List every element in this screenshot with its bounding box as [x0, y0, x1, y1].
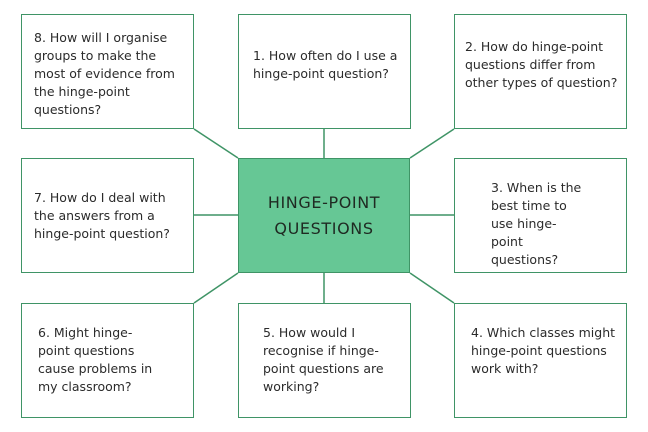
question-1-text: 1. How often do I use a hinge-point ques…: [253, 48, 398, 81]
question-box-5: 5. How would I recognise if hinge-point …: [238, 303, 411, 418]
question-4-text: 4. Which classes might hinge-point quest…: [471, 325, 616, 376]
question-box-2: 2. How do hinge-point questions differ f…: [454, 14, 627, 129]
question-5-text: 5. How would I recognise if hinge-point …: [263, 325, 384, 394]
connector-q4: [409, 272, 455, 304]
question-6-text: 6. Might hinge-point questions cause pro…: [38, 325, 153, 394]
connector-q2: [409, 128, 455, 159]
question-box-1: 1. How often do I use a hinge-point ques…: [238, 14, 411, 129]
connector-q8: [193, 128, 239, 159]
question-8-text: 8. How will I organise groups to make th…: [34, 30, 175, 117]
question-7-text: 7. How do I deal with the answers from a…: [34, 190, 170, 241]
question-3-text: 3. When is the best time to use hinge-po…: [491, 180, 582, 267]
connector-q6: [193, 272, 239, 304]
question-box-4: 4. Which classes might hinge-point quest…: [454, 303, 627, 418]
question-box-3: 3. When is the best time to use hinge-po…: [454, 158, 627, 273]
central-topic-line-2: QUESTIONS: [274, 218, 374, 238]
central-topic: HINGE-POINT QUESTIONS: [238, 158, 410, 273]
question-box-7: 7. How do I deal with the answers from a…: [21, 158, 194, 273]
central-topic-line-1: HINGE-POINT: [267, 192, 381, 212]
question-2-text: 2. How do hinge-point questions differ f…: [465, 39, 618, 90]
question-box-6: 6. Might hinge-point questions cause pro…: [21, 303, 194, 418]
question-box-8: 8. How will I organise groups to make th…: [21, 14, 194, 129]
